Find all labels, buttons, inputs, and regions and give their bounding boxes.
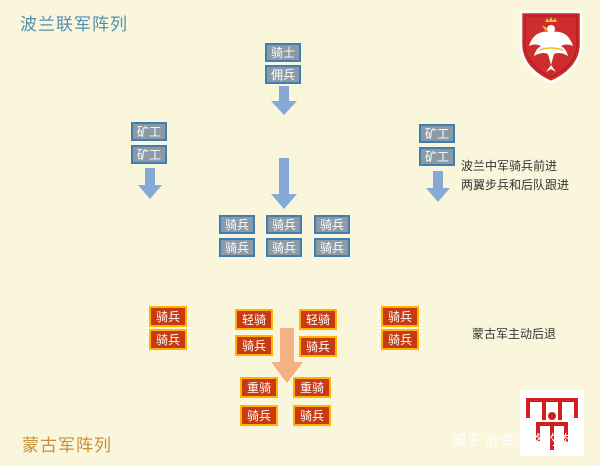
zhihu-watermark: 知乎 @会走路的肉 bbox=[452, 433, 573, 449]
mongol-light-cavalry-unit: 轻骑 bbox=[235, 309, 273, 330]
mongol-cavalry-unit: 骑兵 bbox=[381, 329, 419, 350]
polish-miner-unit: 矿工 bbox=[131, 122, 167, 141]
polish-movement-note-line: 两翼步兵和后队跟进 bbox=[461, 178, 570, 192]
mongol-cavalry-unit: 骑兵 bbox=[235, 335, 273, 356]
polish-movement-note: 波兰中军骑兵前进 两翼步兵和后队跟进 bbox=[461, 157, 569, 195]
poland-formation-title: 波兰联军阵列 bbox=[20, 15, 128, 35]
mongol-tamga-icon bbox=[520, 390, 584, 456]
center-advance-arrow bbox=[271, 86, 297, 115]
main-advance-arrow bbox=[271, 158, 297, 209]
mongol-cavalry-unit: 骑兵 bbox=[149, 329, 187, 350]
polish-movement-note-line: 波兰中军骑兵前进 bbox=[461, 159, 558, 173]
polish-cavalry-unit: 骑兵 bbox=[266, 215, 302, 234]
mongol-cavalry-unit: 骑兵 bbox=[149, 306, 187, 327]
mongol-movement-note: 蒙古军主动后退 bbox=[472, 327, 557, 341]
mongol-cavalry-unit: 骑兵 bbox=[299, 336, 337, 357]
polish-miner-unit: 矿工 bbox=[419, 124, 455, 143]
mongol-heavy-cavalry-unit: 重骑 bbox=[293, 377, 331, 398]
mongol-cavalry-unit: 骑兵 bbox=[293, 405, 331, 426]
mongol-light-cavalry-unit: 轻骑 bbox=[299, 309, 337, 330]
polish-cavalry-unit: 骑兵 bbox=[219, 215, 255, 234]
polish-mercenary-unit: 佣兵 bbox=[265, 65, 301, 84]
mongol-feigned-retreat-arrow bbox=[271, 328, 303, 383]
polish-miner-unit: 矿工 bbox=[131, 145, 167, 164]
left-flank-arrow bbox=[138, 168, 162, 199]
polish-miner-unit: 矿工 bbox=[419, 147, 455, 166]
mongol-cavalry-unit: 骑兵 bbox=[240, 405, 278, 426]
polish-cavalry-unit: 骑兵 bbox=[219, 238, 255, 257]
polish-cavalry-unit: 骑兵 bbox=[314, 238, 350, 257]
polish-knight-unit: 骑士 bbox=[265, 43, 301, 62]
mongol-cavalry-unit: 骑兵 bbox=[381, 306, 419, 327]
right-flank-arrow bbox=[426, 171, 450, 202]
polish-eagle-coat-of-arms-icon bbox=[519, 10, 583, 84]
mongol-heavy-cavalry-unit: 重骑 bbox=[240, 377, 278, 398]
polish-cavalry-unit: 骑兵 bbox=[266, 238, 302, 257]
polish-cavalry-unit: 骑兵 bbox=[314, 215, 350, 234]
mongol-formation-title: 蒙古军阵列 bbox=[22, 436, 112, 456]
